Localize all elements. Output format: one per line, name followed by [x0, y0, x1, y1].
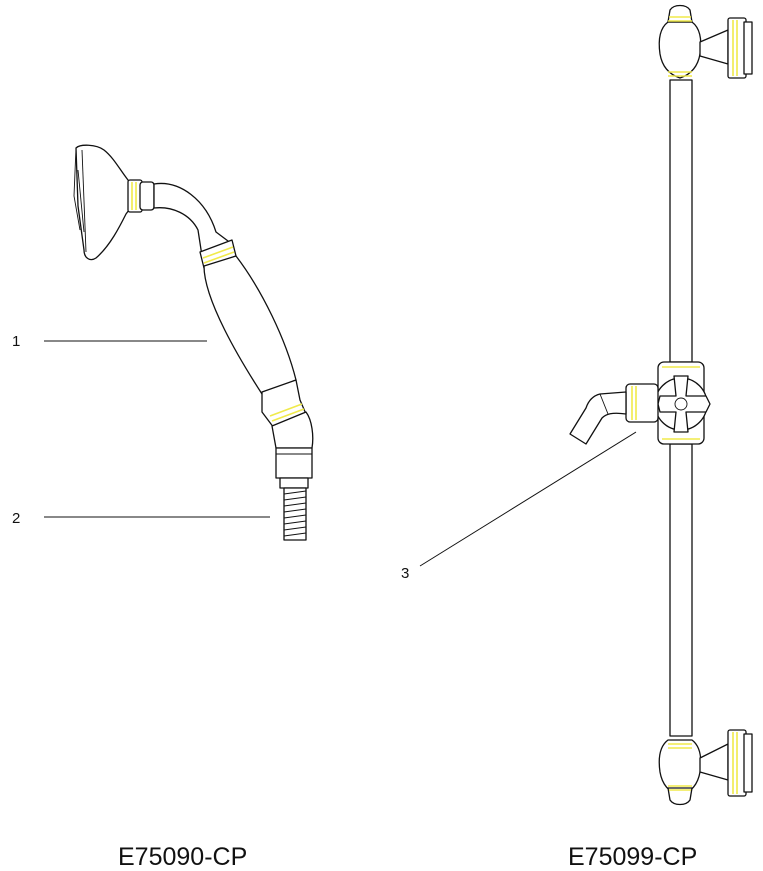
shower-hose [283, 487, 307, 541]
handle-swivel [261, 379, 314, 449]
accent-ring [203, 251, 235, 264]
cross-knob [654, 375, 711, 433]
leader-line [419, 431, 637, 567]
hose-connector [275, 447, 313, 489]
top-wall-bracket [658, 4, 753, 79]
callout-3: 3 [401, 431, 637, 582]
bottom-wall-bracket [658, 729, 753, 806]
slide-bar-drawing [569, 4, 753, 806]
callout-1: 1 [12, 333, 207, 350]
callout-2: 2 [12, 510, 270, 527]
slide-rail [669, 79, 693, 737]
model-label-hand-shower: E75090-CP [118, 843, 247, 871]
slider-holder [569, 361, 711, 445]
callout-number: 3 [401, 565, 409, 582]
accent-ring [269, 403, 303, 417]
accent-ring [271, 408, 305, 422]
handle-body [203, 255, 297, 395]
callout-number: 2 [12, 510, 20, 527]
callout-number: 1 [12, 333, 20, 350]
shower-head [73, 144, 133, 261]
neck-collar [127, 179, 155, 213]
accent-ring [202, 246, 234, 259]
model-label-slide-bar: E75099-CP [568, 843, 697, 871]
hand-shower-drawing [73, 144, 314, 541]
